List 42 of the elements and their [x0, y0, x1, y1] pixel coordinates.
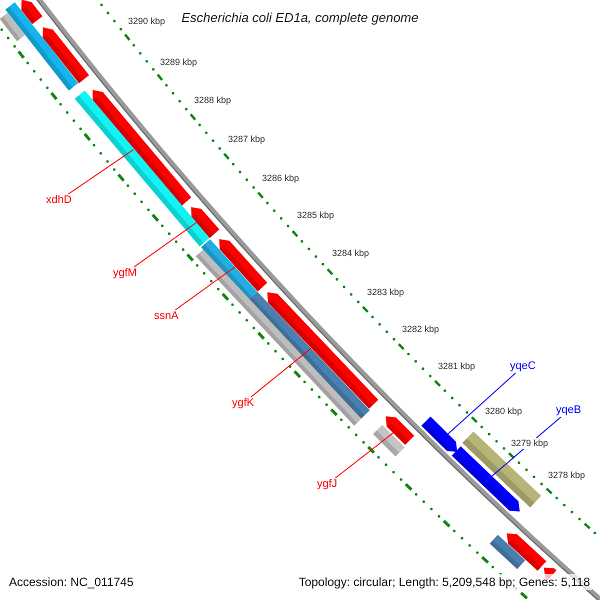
accession-text: Accession: NC_011745	[7, 574, 136, 590]
position-label: 3284 kbp	[332, 248, 370, 259]
gene-feature	[421, 416, 458, 452]
position-label: 3286 kbp	[262, 173, 300, 184]
position-label: 3280 kbp	[485, 406, 522, 417]
leader-line	[448, 372, 516, 434]
position-label: 3281 kbp	[438, 361, 476, 372]
gene-label: ssnA	[154, 310, 178, 323]
position-label: 3283 kbp	[367, 287, 404, 298]
leader-line	[334, 432, 394, 478]
gene-feature	[21, 0, 42, 24]
gene-feature	[191, 207, 220, 238]
position-label: 3279 kbp	[511, 438, 548, 449]
leader-line	[68, 149, 134, 194]
gene-feature	[373, 424, 405, 456]
position-label: 3288 kbp	[194, 95, 232, 106]
gene-label: xdhD	[46, 194, 72, 207]
gene-feature	[201, 239, 258, 300]
gene-label: ygfM	[113, 267, 137, 280]
gene-label: yqeC	[510, 360, 536, 373]
leader-line	[250, 348, 312, 398]
gene-feature	[452, 446, 520, 512]
leader-line	[174, 266, 236, 310]
gene-feature	[386, 416, 414, 445]
position-label: 3278 kbp	[548, 470, 586, 481]
gene-feature	[5, 2, 78, 91]
position-label: 3290 kbp	[128, 16, 166, 27]
position-label: 3289 kbp	[160, 57, 198, 68]
gene-feature	[506, 533, 546, 571]
gene-feature	[42, 27, 90, 84]
position-label: 3287 kbp	[228, 134, 266, 145]
gene-feature	[219, 239, 268, 292]
gene-feature	[490, 534, 526, 570]
gene-feature	[92, 90, 192, 206]
gene-feature	[0, 12, 25, 42]
position-label: 3285 kbp	[297, 210, 334, 221]
gene-label: ygfK	[232, 397, 254, 410]
gene-label: ygfJ	[317, 478, 338, 491]
leader-line	[134, 222, 197, 268]
position-label: 3282 kbp	[402, 324, 440, 335]
genome-info-text: Topology: circular; Length: 5,209,548 bp; Genes: 5,118	[296, 574, 592, 590]
gene-label: yqeB	[556, 404, 582, 417]
